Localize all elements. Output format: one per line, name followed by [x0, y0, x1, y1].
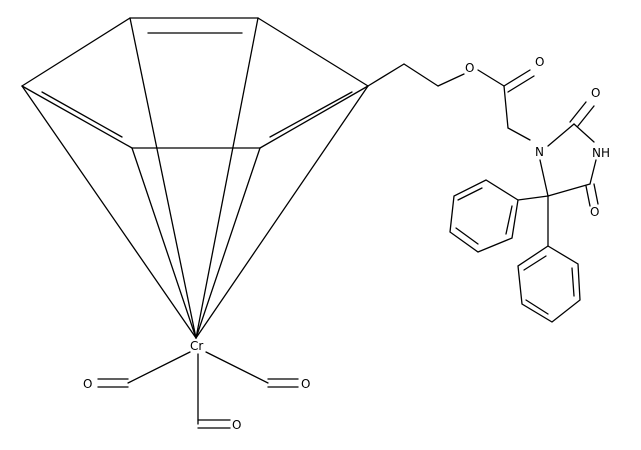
n1-atom-label: N [535, 145, 544, 159]
phenyl-ring-lower [517, 195, 581, 323]
ester-ether-oxygen-label: O [465, 61, 474, 75]
carbonyl-ligand-left: O [83, 351, 191, 391]
chromium-atom-label: Cr [190, 339, 203, 353]
carbonyl-ligand-bottom: O [197, 353, 241, 432]
carbonyl-ligand-right: O [205, 351, 310, 391]
co-oxygen-bottom-label: O [232, 418, 241, 432]
co-oxygen-left-label: O [83, 377, 92, 391]
arene-ring [21, 17, 369, 149]
ester-linker: O O [367, 55, 544, 141]
arene-chromium-bonds [21, 17, 369, 339]
phenyl-ring-upper [449, 179, 549, 253]
c2-carbonyl-oxygen-label: O [591, 86, 600, 100]
n3h-atom-label: NH [592, 146, 610, 160]
c4-carbonyl-oxygen-label: O [590, 205, 599, 219]
co-oxygen-right-label: O [301, 377, 310, 391]
hydantoin-ring: N NH O O [535, 86, 610, 219]
ester-carbonyl-oxygen-label: O [535, 55, 544, 69]
